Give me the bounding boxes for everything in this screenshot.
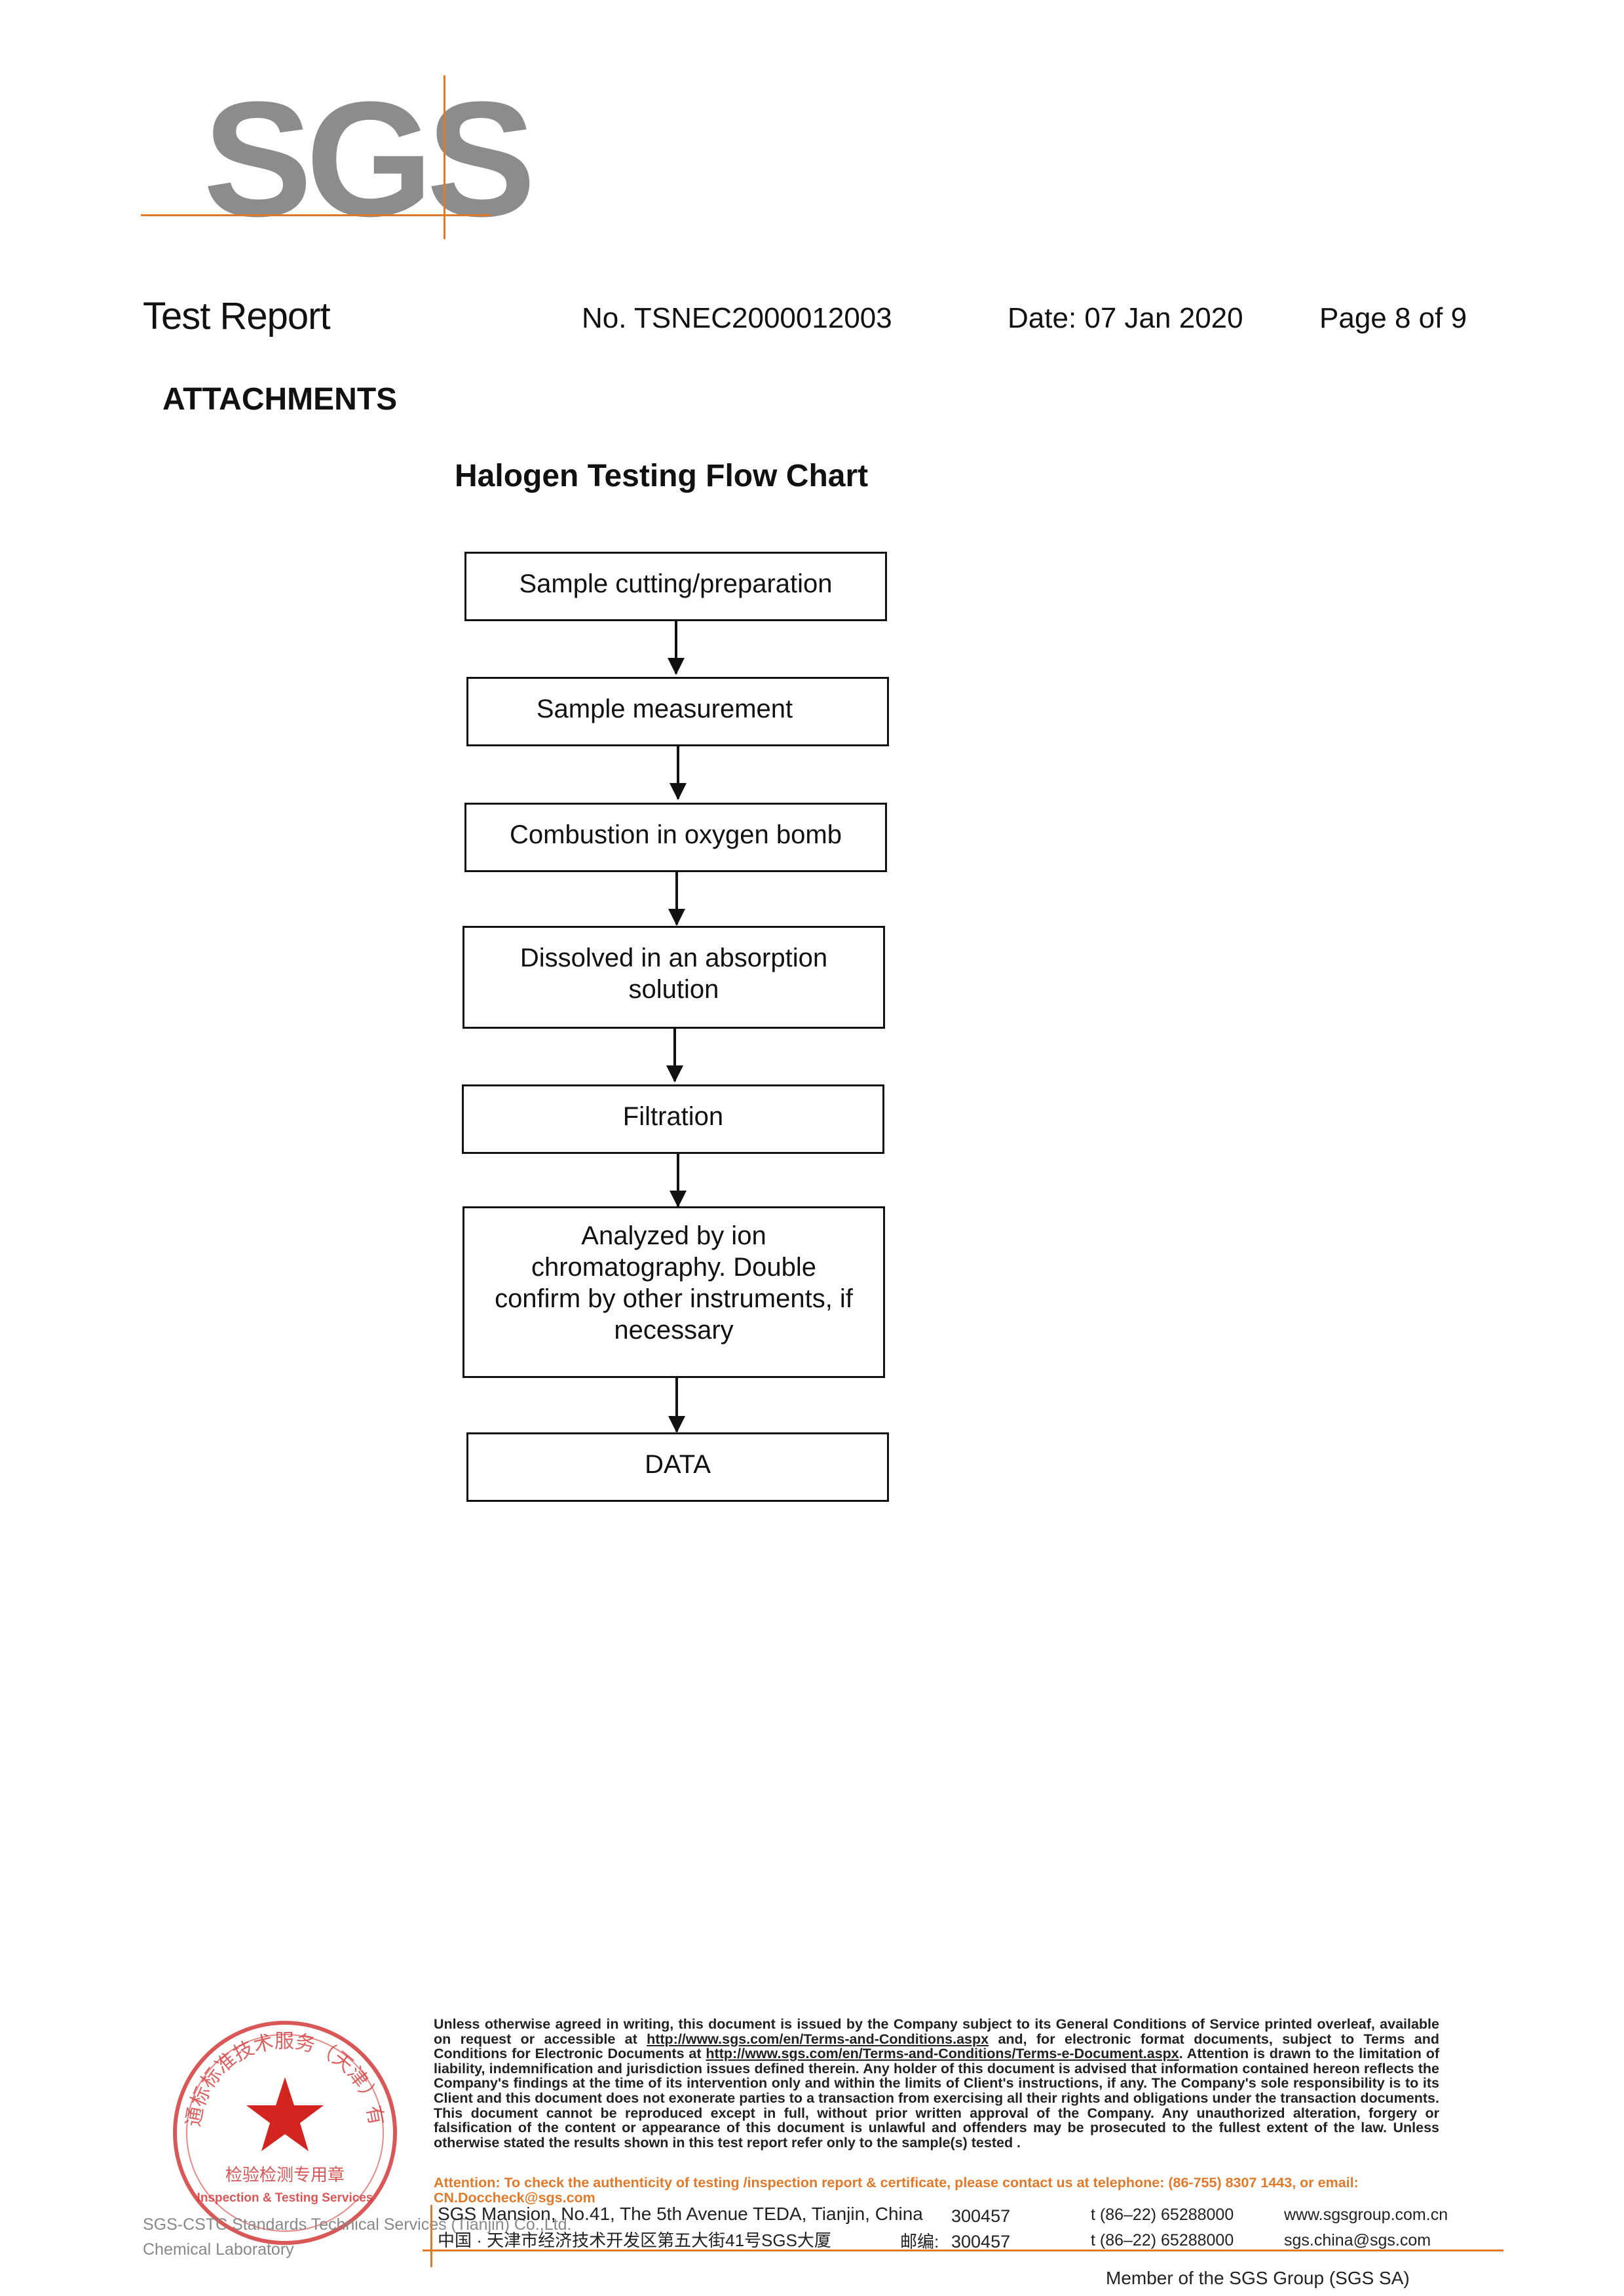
postcode-english: 300457: [951, 2206, 1011, 2226]
flow-arrow: [670, 746, 687, 800]
sgs-logo: SGS: [203, 67, 536, 250]
telephone-2: t (86–22) 65288000: [1091, 2231, 1234, 2249]
e-terms-link[interactable]: http://www.sgs.com/en/Terms-and-Conditio…: [706, 2046, 1179, 2062]
flow-arrow: [670, 1154, 687, 1208]
postcode-chinese-label: 邮编:: [900, 2232, 939, 2251]
star-icon: [246, 2077, 324, 2151]
flow-step-cutting: Sample cutting/preparation: [464, 552, 887, 621]
logo-underline: [141, 214, 491, 216]
logo-vertical-line: [444, 75, 445, 239]
report-date: Date: 07 Jan 2020: [1008, 302, 1243, 334]
seal-sub-text: Inspection & Testing Services: [197, 2191, 373, 2205]
address-english: SGS Mansion, No.41, The 5th Avenue TEDA,…: [438, 2204, 923, 2224]
seal-inner-text: 检验检测专用章: [225, 2166, 345, 2185]
flow-step-combustion: Combustion in oxygen bomb: [464, 803, 887, 872]
attention-notice: Attention: To check the authenticity of …: [434, 2175, 1439, 2205]
website[interactable]: www.sgsgroup.com.cn: [1284, 2206, 1448, 2224]
contact-email[interactable]: sgs.china@sgs.com: [1284, 2231, 1431, 2249]
terms-link[interactable]: http://www.sgs.com/en/Terms-and-Conditio…: [647, 2031, 989, 2047]
flow-arrow: [666, 1029, 683, 1082]
flow-arrow: [668, 1378, 685, 1433]
flow-step-text: solution: [628, 975, 719, 1004]
attention-text: Attention: To check the authenticity of …: [434, 2175, 1359, 2191]
address-chinese: 中国 · 天津市经济技术开发区第五大街41号SGS大厦: [438, 2230, 831, 2250]
flow-arrow: [668, 621, 685, 675]
page-number: Page 8 of 9: [1319, 302, 1467, 334]
flow-step-text: Analyzed by ion: [581, 1221, 766, 1250]
flow-step-data: DATA: [466, 1432, 889, 1502]
seal-lab-text: Chemical Laboratory: [143, 2240, 294, 2259]
footer-horizontal-line: [423, 2249, 1503, 2251]
seal-outer-text: SGS-CSTC Standards Technical Services (T…: [143, 2215, 572, 2234]
flow-step-text: confirm by other instruments, if: [495, 1284, 853, 1313]
section-title: ATTACHMENTS: [162, 382, 398, 417]
report-title: Test Report: [143, 295, 331, 337]
report-number: No. TSNEC2000012003: [582, 302, 892, 334]
legal-text-1: Unless otherwise agreed in writing, this…: [434, 2016, 1439, 2047]
doccheck-email-link[interactable]: CN.Doccheck@sgs.com: [434, 2189, 595, 2206]
company-seal: 通标标准技术服务（天津）有限公司 检验检测专用章 Inspection & Te…: [164, 2012, 397, 2245]
flow-step-text: Sample measurement: [536, 695, 793, 723]
flow-step-text: necessary: [614, 1316, 734, 1345]
flow-step-dissolved: Dissolved in an absorption solution: [463, 926, 885, 1029]
flow-arrow: [668, 872, 685, 926]
flow-step-text: Dissolved in an absorption: [519, 944, 828, 972]
legal-text-3: . Attention is drawn to the limitation o…: [434, 2046, 1439, 2151]
flowchart-title: Halogen Testing Flow Chart: [455, 459, 869, 493]
flow-step-filtration: Filtration: [462, 1084, 884, 1154]
telephone-1: t (86–22) 65288000: [1091, 2206, 1234, 2224]
flow-step-text: chromatography. Double: [531, 1253, 817, 1282]
flow-step-text: Sample cutting/preparation: [519, 569, 833, 598]
flow-step-text: DATA: [645, 1450, 711, 1479]
legal-disclaimer: Unless otherwise agreed in writing, this…: [434, 2017, 1439, 2150]
legal-text-2: and, for electronic format documents, su…: [434, 2031, 1439, 2062]
flow-step-text: Filtration: [622, 1102, 724, 1131]
flow-step-measurement: Sample measurement: [466, 677, 889, 746]
footer-vertical-line: [430, 2205, 432, 2267]
flow-step-text: Combustion in oxygen bomb: [510, 820, 842, 849]
member-statement: Member of the SGS Group (SGS SA): [1106, 2268, 1410, 2288]
flow-step-analysis: Analyzed by ion chromatography. Double c…: [463, 1206, 885, 1378]
postcode-chinese: 300457: [951, 2232, 1011, 2251]
